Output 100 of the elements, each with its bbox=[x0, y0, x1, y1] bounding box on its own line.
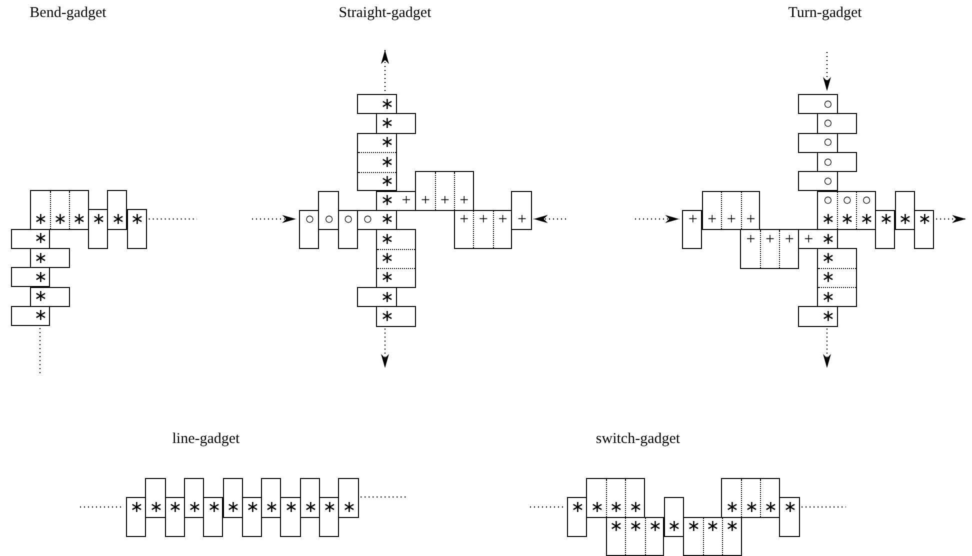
tile-rectangle bbox=[702, 190, 760, 230]
tile-symbol: ∗ bbox=[72, 210, 87, 230]
tile-rectangle bbox=[664, 497, 684, 537]
tile-symbol: + bbox=[420, 191, 432, 211]
tile-symbol: ○ bbox=[822, 95, 834, 114]
tile-symbol: ∗ bbox=[898, 210, 913, 230]
tile-rectangle bbox=[376, 190, 416, 211]
tile-rectangle bbox=[300, 478, 320, 518]
tile-symbol: + bbox=[516, 210, 528, 230]
tile-symbol: ∗ bbox=[916, 210, 932, 230]
tile-symbol: ∗ bbox=[244, 498, 260, 518]
tile-symbol: ∗ bbox=[33, 230, 48, 249]
tile-symbol: ∗ bbox=[628, 498, 644, 518]
tile-rectangle bbox=[682, 516, 742, 556]
tile-rectangle bbox=[126, 209, 147, 249]
tile-symbol: ○ bbox=[342, 210, 354, 230]
tile-symbol: ∗ bbox=[284, 498, 299, 518]
tile-symbol: + bbox=[706, 210, 718, 230]
tile-symbol: ∗ bbox=[763, 498, 778, 518]
gadget-title: line-gadget bbox=[172, 430, 240, 449]
tile-rectangle bbox=[914, 210, 934, 250]
tile-symbol: ∗ bbox=[724, 498, 740, 518]
tile-rectangle bbox=[798, 306, 838, 327]
tile-rectangle bbox=[261, 478, 282, 518]
tile-symbol: ∗ bbox=[686, 518, 701, 537]
tile-rectangle bbox=[164, 497, 185, 537]
tile-symbol: + bbox=[478, 210, 489, 230]
arrow bbox=[823, 328, 831, 368]
tile-symbol: ∗ bbox=[33, 248, 48, 268]
tile-symbol: ∗ bbox=[724, 518, 740, 537]
tile-symbol: ○ bbox=[323, 210, 335, 230]
tile-rectangle bbox=[357, 287, 397, 308]
gadget-title: switch-gadget bbox=[596, 430, 680, 449]
tile-rectangle bbox=[779, 497, 800, 537]
tile-symbol: ○ bbox=[841, 192, 854, 211]
tile-symbol: ○ bbox=[822, 152, 834, 172]
tile-rectangle bbox=[376, 113, 416, 134]
tile-symbol: ∗ bbox=[379, 288, 394, 308]
tile-symbol: ○ bbox=[822, 172, 834, 192]
tile-symbol: ∗ bbox=[91, 210, 106, 230]
tile-symbol: ○ bbox=[822, 114, 834, 134]
dotted-line bbox=[802, 506, 846, 508]
tile-symbol: ∗ bbox=[33, 288, 48, 307]
tile-symbol: ∗ bbox=[148, 498, 164, 518]
tile-rectangle bbox=[299, 210, 320, 250]
arrow bbox=[534, 215, 566, 223]
tile-rectangle bbox=[10, 228, 50, 249]
tile-rectangle bbox=[817, 113, 857, 134]
tile-symbol: ∗ bbox=[379, 114, 394, 134]
tile-rectangle bbox=[357, 210, 397, 230]
tile-rectangle bbox=[222, 478, 243, 518]
tile-symbol: ○ bbox=[822, 134, 834, 153]
tile-symbol: ∗ bbox=[130, 210, 145, 230]
tile-rectangle bbox=[817, 152, 857, 172]
tile-symbol: ∗ bbox=[110, 210, 126, 230]
tile-symbol: ○ bbox=[860, 192, 872, 211]
tile-symbol: + bbox=[745, 210, 756, 230]
tile-symbol: + bbox=[400, 192, 412, 211]
tile-rectangle bbox=[242, 497, 262, 537]
tile-symbol: ∗ bbox=[820, 210, 836, 230]
tile-symbol: ∗ bbox=[820, 268, 836, 288]
tile-rectangle bbox=[318, 190, 339, 230]
tile-rectangle bbox=[184, 478, 204, 518]
tile-symbol: ∗ bbox=[379, 192, 394, 211]
tile-symbol: ∗ bbox=[33, 210, 48, 230]
tile-symbol: ∗ bbox=[302, 498, 318, 518]
tile-symbol: ∗ bbox=[379, 307, 394, 327]
tile-rectangle bbox=[319, 497, 340, 537]
tile-rectangle bbox=[817, 190, 876, 230]
tile-rectangle bbox=[126, 497, 146, 537]
arrow bbox=[252, 215, 296, 223]
tile-symbol: ∗ bbox=[379, 134, 394, 153]
tile-rectangle bbox=[357, 132, 397, 192]
dotted-line bbox=[360, 496, 406, 498]
tile-symbol: ∗ bbox=[820, 230, 836, 250]
tile-symbol: ∗ bbox=[840, 210, 855, 230]
tile-symbol: ○ bbox=[304, 210, 316, 230]
tile-symbol: ∗ bbox=[33, 268, 48, 288]
tile-symbol: ∗ bbox=[820, 307, 836, 327]
tile-symbol: ○ bbox=[822, 192, 834, 211]
arrow bbox=[823, 52, 831, 91]
tile-symbol: ∗ bbox=[820, 249, 836, 269]
arrow bbox=[936, 215, 966, 223]
tile-rectangle bbox=[338, 478, 359, 518]
tile-rectangle bbox=[798, 132, 838, 153]
tile-rectangle bbox=[107, 190, 128, 230]
tile-symbol: ∗ bbox=[322, 498, 338, 518]
tile-rectangle bbox=[606, 516, 664, 556]
tile-symbol: + bbox=[745, 230, 756, 250]
dotted-line bbox=[39, 328, 41, 374]
tile-symbol: ∗ bbox=[52, 210, 68, 230]
tile-symbol: + bbox=[458, 191, 470, 211]
tile-symbol: ∗ bbox=[379, 230, 394, 250]
tile-symbol: ∗ bbox=[570, 498, 586, 518]
dotted-line bbox=[148, 218, 197, 220]
tile-rectangle bbox=[894, 190, 915, 230]
tile-symbol: + bbox=[764, 230, 776, 250]
tile-rectangle bbox=[454, 210, 512, 250]
tile-symbol: ∗ bbox=[608, 518, 624, 537]
tile-symbol: ∗ bbox=[782, 498, 798, 518]
